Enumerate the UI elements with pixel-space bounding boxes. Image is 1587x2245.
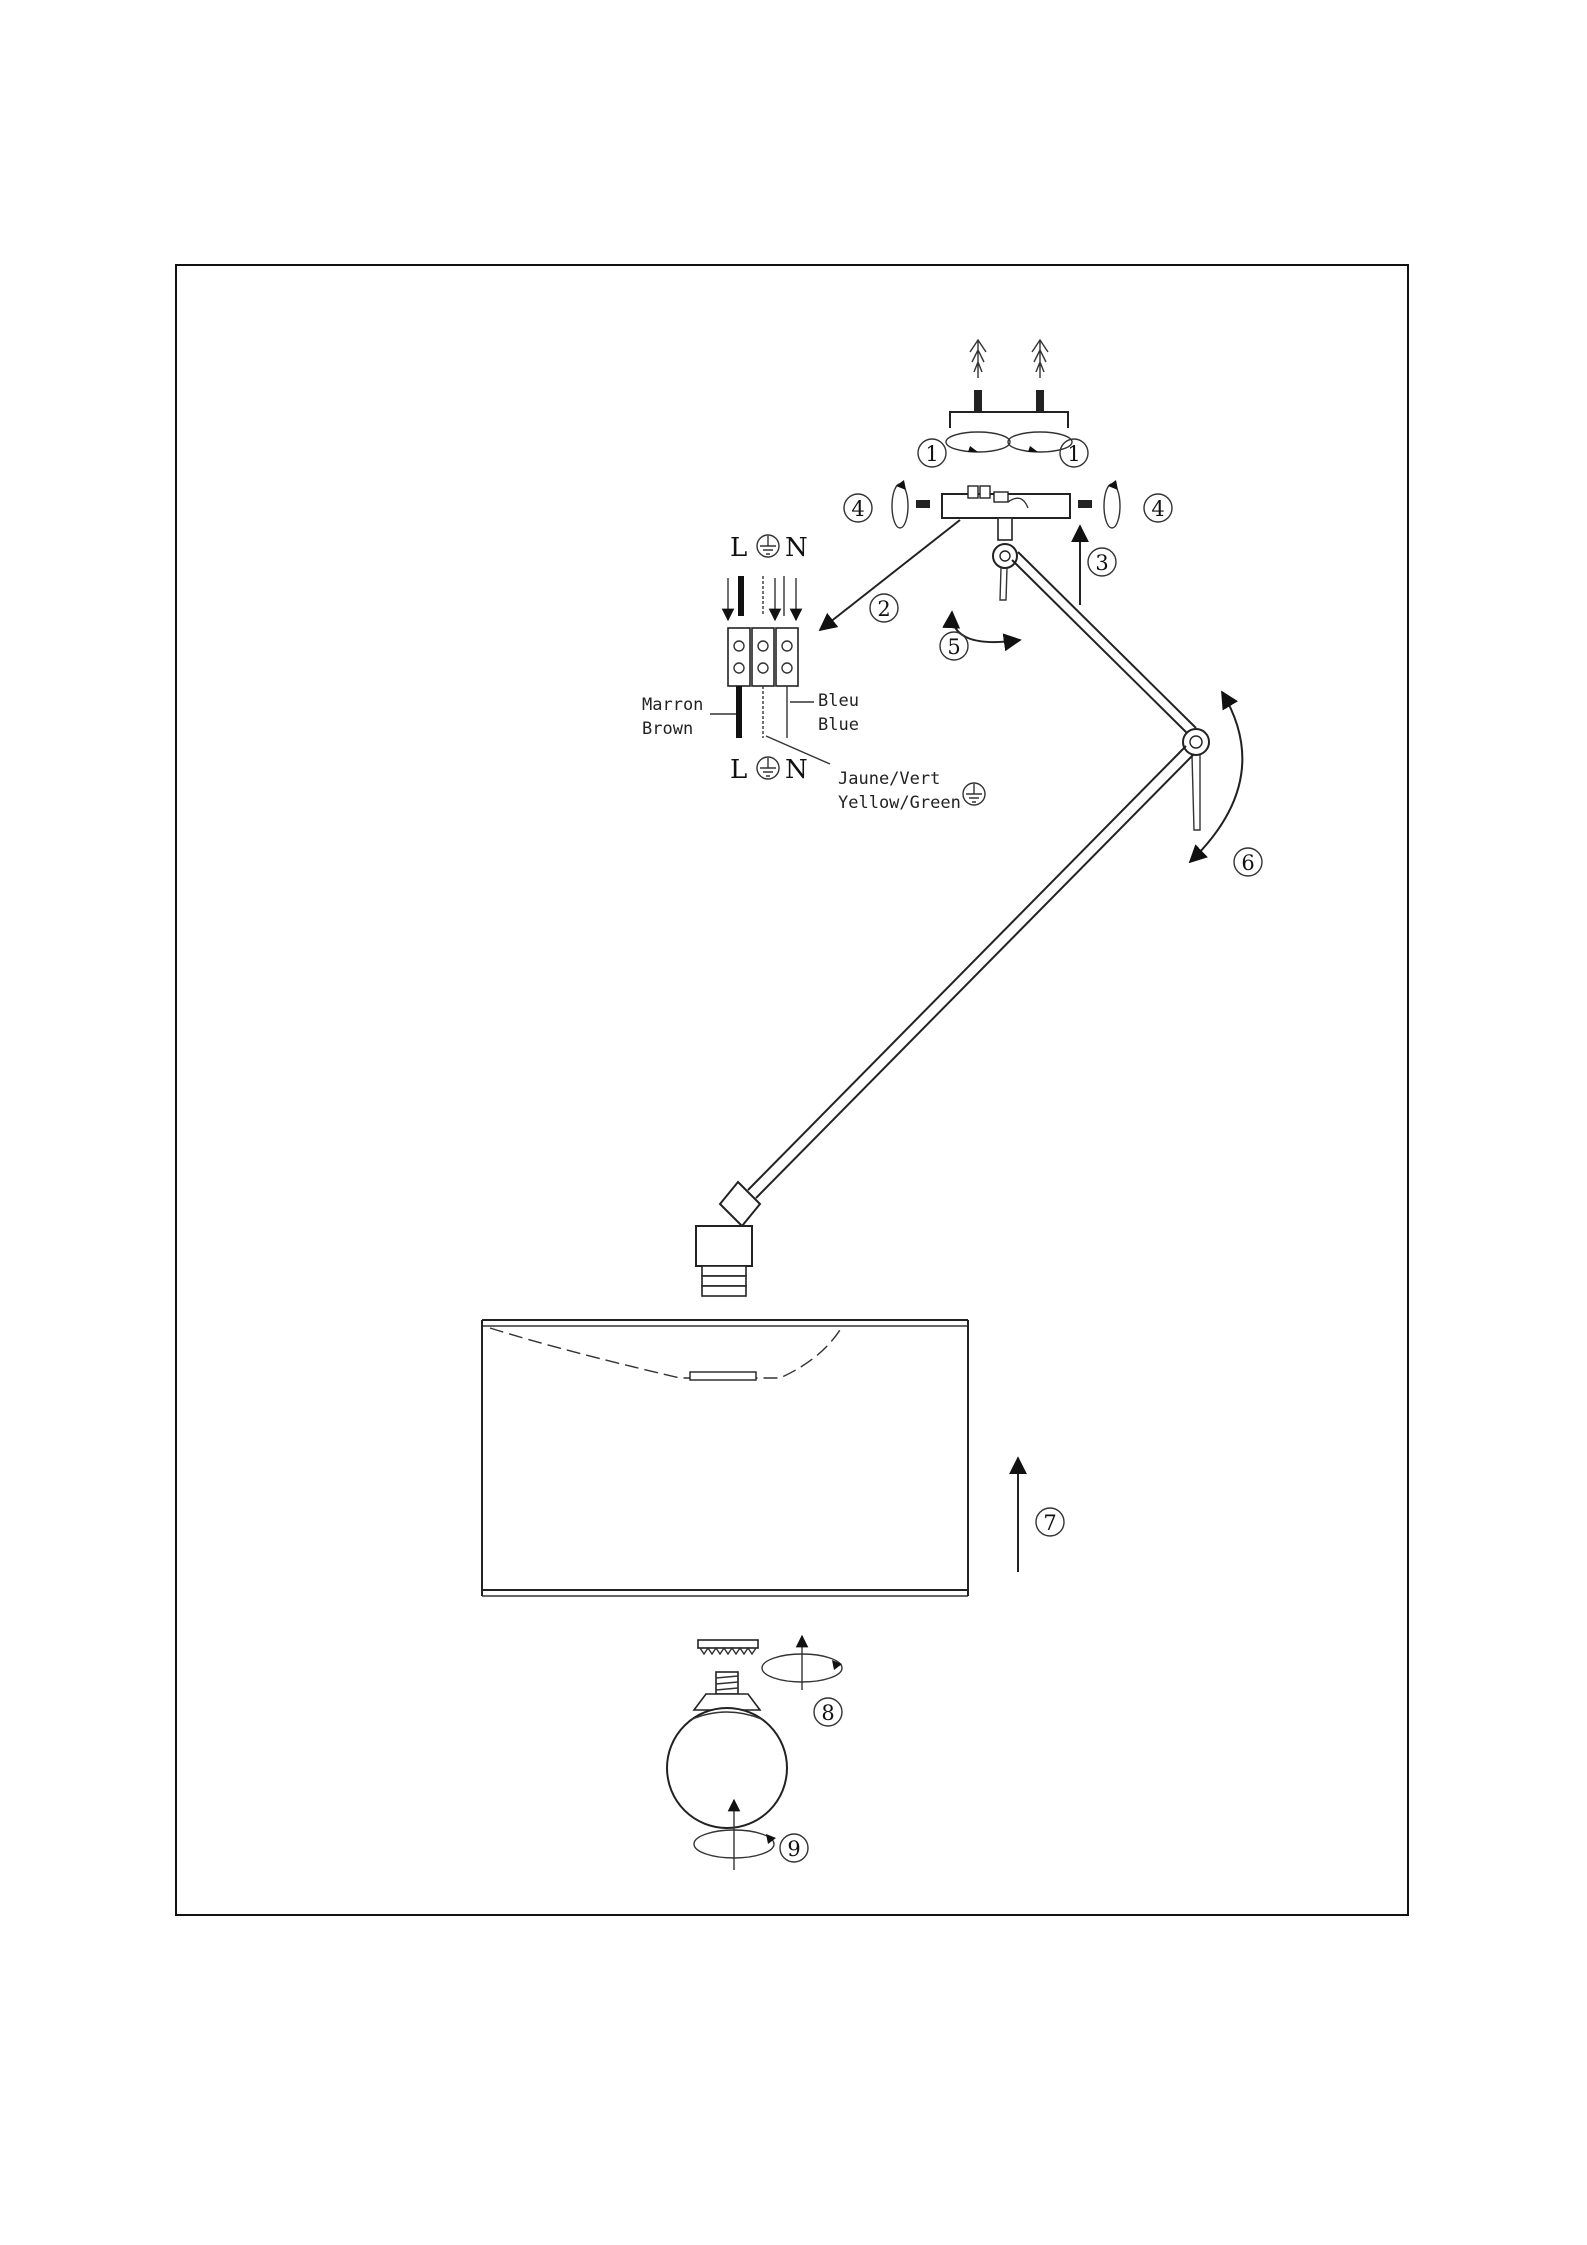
terminal-label-n-top: N <box>785 533 808 563</box>
wall-plug-icon <box>970 340 1048 378</box>
wire-label-blue-fr: Bleu <box>818 691 859 711</box>
wire-label-earth-fr: Jaune/Vert <box>838 769 940 789</box>
svg-text:4: 4 <box>1151 497 1164 521</box>
diagram-frame <box>176 265 1408 1915</box>
step-marker-9: 9 <box>780 1834 808 1862</box>
wire-label-earth-en: Yellow/Green <box>838 793 961 813</box>
step-marker-2: 2 <box>870 594 898 622</box>
ground-symbol-icon <box>757 757 779 779</box>
svg-text:3: 3 <box>1095 551 1108 575</box>
step-marker-8: 8 <box>814 1698 842 1726</box>
upper-arm <box>1012 552 1196 736</box>
step-marker-7: 7 <box>1036 1508 1064 1536</box>
svg-text:9: 9 <box>787 1837 800 1861</box>
rotate-arrow-icon <box>762 1636 842 1690</box>
ground-symbol-icon <box>963 783 985 805</box>
svg-text:1: 1 <box>925 442 938 466</box>
ground-symbol-icon <box>757 535 779 557</box>
svg-text:8: 8 <box>821 1701 834 1725</box>
svg-text:5: 5 <box>947 635 960 659</box>
lamp-socket <box>696 1182 760 1296</box>
mounting-bracket <box>950 412 1068 428</box>
step-marker-1a: 1 <box>918 439 946 467</box>
step-marker-4b: 4 <box>1144 494 1172 522</box>
lamp-wires <box>710 686 830 764</box>
step-marker-5: 5 <box>940 632 968 660</box>
svg-text:7: 7 <box>1043 1511 1056 1535</box>
shade-ring <box>698 1640 758 1654</box>
terminal-label-n-bottom: N <box>785 755 808 785</box>
upper-hinge <box>993 518 1017 600</box>
step-marker-1b: 1 <box>1060 439 1088 467</box>
rotate-arrow-icon <box>946 432 1072 452</box>
step-marker-4a: 4 <box>844 494 872 522</box>
supply-wires <box>728 576 796 620</box>
terminal-label-l-bottom: L <box>730 755 747 785</box>
svg-text:2: 2 <box>877 597 890 621</box>
terminal-block <box>728 628 798 686</box>
svg-text:4: 4 <box>851 497 864 521</box>
step5-arrow <box>952 612 1020 642</box>
light-bulb <box>667 1672 787 1828</box>
lower-arm <box>748 746 1194 1198</box>
lamp-shade <box>482 1320 968 1596</box>
svg-text:1: 1 <box>1067 442 1080 466</box>
step-marker-6: 6 <box>1234 848 1262 876</box>
screw-icon <box>974 390 1044 412</box>
step6-arrow <box>1190 692 1242 862</box>
wire-label-blue-en: Blue <box>818 715 859 735</box>
wire-label-brown-en: Brown <box>642 719 693 739</box>
elbow-hinge <box>1183 729 1209 830</box>
wire-label-brown-fr: Marron <box>642 695 703 715</box>
terminal-label-l-top: L <box>730 533 747 563</box>
svg-text:6: 6 <box>1241 851 1254 875</box>
step-marker-3: 3 <box>1088 548 1116 576</box>
